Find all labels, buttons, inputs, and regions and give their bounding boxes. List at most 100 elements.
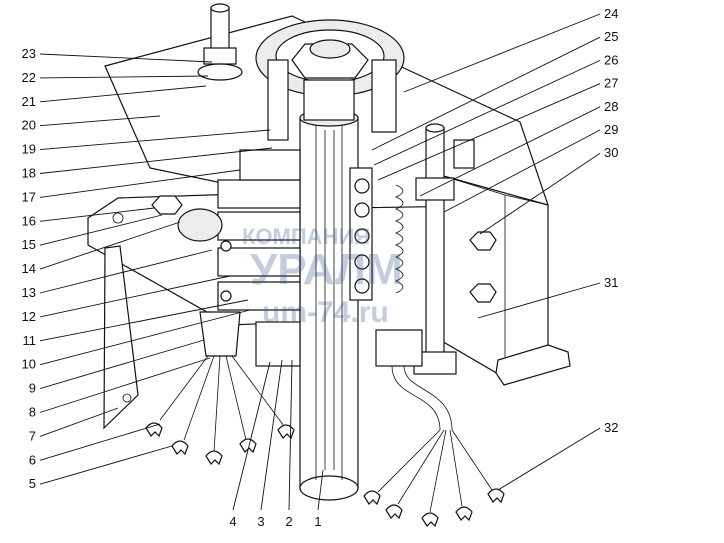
leader-9 <box>39 339 205 390</box>
callout-31: 31 <box>604 275 618 290</box>
leader-13 <box>39 249 213 294</box>
callout-21: 21 <box>22 94 36 109</box>
central-shaft <box>299 117 359 489</box>
right-stud-top <box>425 123 445 133</box>
lug-5 <box>277 424 295 440</box>
left-stud-washer <box>197 63 243 81</box>
leader-5 <box>39 445 173 485</box>
clamp-3 <box>217 247 301 277</box>
callout-25: 25 <box>604 29 618 44</box>
callout-28: 28 <box>604 99 618 114</box>
leader-23 <box>39 53 213 63</box>
housing-bolt-lower <box>469 283 497 303</box>
clamp-screw-a <box>220 240 232 252</box>
right-foot <box>495 344 571 386</box>
watermark-line3: um-74.ru <box>262 296 389 329</box>
leader-18 <box>39 147 273 174</box>
callout-30: 30 <box>604 145 618 160</box>
leg-hole <box>122 393 132 403</box>
clamp-stack <box>217 149 301 311</box>
callout-22: 22 <box>22 70 36 85</box>
side-hex-bolt <box>151 195 183 215</box>
watermark-line2: УРАЛМ <box>250 245 403 294</box>
callout-11: 11 <box>23 333 37 348</box>
callout-4: 4 <box>229 514 236 529</box>
right-sleeve <box>375 329 423 367</box>
left-stud <box>210 7 230 55</box>
terminal-screw-2 <box>354 202 370 218</box>
callout-16: 16 <box>22 213 36 228</box>
callout-7: 7 <box>29 428 36 443</box>
left-lugs <box>145 422 295 466</box>
leader-20 <box>39 115 161 127</box>
clamp-screw-b <box>220 290 232 302</box>
callout-leaders <box>39 13 601 511</box>
spring <box>394 184 404 294</box>
terminal-screw-5 <box>354 278 370 294</box>
right-stud <box>425 127 445 369</box>
leader-10 <box>39 309 251 366</box>
leader-12 <box>39 275 231 318</box>
cap-right-wall <box>371 59 397 133</box>
callout-27: 27 <box>604 76 618 91</box>
leader-25 <box>371 36 601 151</box>
callout-14: 14 <box>22 261 36 276</box>
shaft-end <box>299 475 359 501</box>
watermark-line1: КОМПАНИЯ <box>242 224 370 249</box>
left-leg-bracket <box>103 245 139 430</box>
leader-7 <box>39 407 119 437</box>
callout-15: 15 <box>22 237 36 252</box>
leader-8 <box>39 357 211 413</box>
callout-17: 17 <box>22 189 36 204</box>
lug-7 <box>385 504 403 520</box>
right-lugs <box>363 488 505 528</box>
clamp-1 <box>217 179 301 209</box>
leader-3 <box>260 359 283 511</box>
leader-2 <box>288 359 293 511</box>
callout-3: 3 <box>257 514 264 529</box>
assembly-parts <box>87 3 571 528</box>
leader-14 <box>39 221 181 270</box>
lug-6 <box>363 490 381 506</box>
leader-28 <box>419 106 601 197</box>
callout-labels: 2322212019181716151413121110987652425262… <box>22 6 619 529</box>
clamp-4 <box>217 281 301 311</box>
callout-20: 20 <box>22 118 36 133</box>
callout-5: 5 <box>29 476 36 491</box>
right-stud-tab <box>453 139 475 169</box>
terminal-screw-1 <box>354 178 370 194</box>
lug-1 <box>145 422 163 438</box>
left-stud-top <box>210 3 230 13</box>
lower-sleeve <box>255 321 301 367</box>
top-nut-bore <box>309 39 351 59</box>
leader-19 <box>39 129 271 151</box>
leader-1 <box>317 469 324 511</box>
leader-27 <box>377 83 601 181</box>
callout-12: 12 <box>22 309 36 324</box>
leader-26 <box>373 59 601 166</box>
leader-22 <box>39 75 209 79</box>
lug-8 <box>421 512 439 528</box>
terminal-screw-4 <box>354 254 370 270</box>
shaft-nut <box>303 79 355 121</box>
callout-18: 18 <box>22 166 36 181</box>
callout-10: 10 <box>22 357 36 372</box>
right-cable-wires <box>377 429 493 513</box>
callout-32: 32 <box>604 420 618 435</box>
left-cable-sleeve <box>199 311 241 357</box>
leader-30 <box>479 152 601 235</box>
leader-24 <box>403 13 601 93</box>
leader-17 <box>39 169 241 198</box>
callout-8: 8 <box>29 405 36 420</box>
callout-24: 24 <box>604 6 618 21</box>
right-housing <box>439 174 549 376</box>
terminal-column <box>349 167 373 301</box>
lug-4 <box>239 438 257 454</box>
right-cable-curve <box>391 365 453 431</box>
lug-9 <box>455 506 473 522</box>
leader-21 <box>39 85 207 103</box>
leader-4 <box>232 361 271 511</box>
cap-left-wall <box>267 59 289 141</box>
callout-1: 1 <box>314 514 321 529</box>
